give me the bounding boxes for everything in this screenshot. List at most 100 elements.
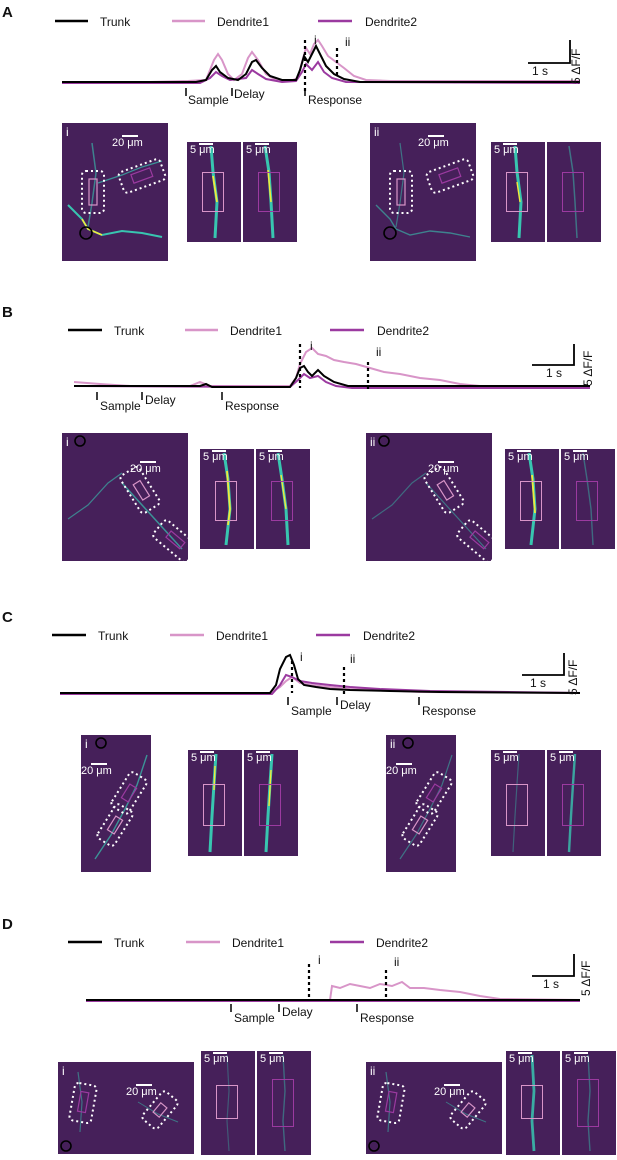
zoom-scale-bar: 5 μm <box>191 751 216 764</box>
legend-dendrite2: Dendrite2 <box>365 15 417 29</box>
timepoint-ii: ii <box>350 652 355 666</box>
legend-dendrite1: Dendrite1 <box>217 15 269 29</box>
field-scale-bar: 20 μm <box>418 135 449 149</box>
trunk-trace <box>62 43 580 83</box>
epoch-delay: Delay <box>340 698 371 712</box>
epoch-markers: Sample Delay Response <box>96 392 279 413</box>
field-image-i: i 20 μm <box>62 433 188 561</box>
dendrite1-trace <box>86 980 581 1001</box>
roi-dendrite1 <box>521 1085 543 1119</box>
timepoint-label: ii <box>370 1064 376 1078</box>
signal-scale-label: 5 ΔF/F <box>579 961 593 996</box>
field-image-ii: ii 20 μm <box>366 1062 502 1154</box>
trace-plot-a: Trunk Dendrite1 Dendrite2 Sample Delay R… <box>55 15 583 107</box>
timepoint-label: i <box>66 435 69 449</box>
legend-trunk: Trunk <box>98 629 129 643</box>
timepoint-ii: ii <box>394 955 399 969</box>
panel-a: A Trunk Dendrite1 Dendrite2 Sample Delay… <box>0 0 617 290</box>
field-scale-bar: 20 μm <box>434 1084 465 1098</box>
time-scale-label: 1 s <box>543 977 559 991</box>
timepoint-i: i <box>318 953 321 967</box>
zoom-dendrite1-ii: 5 μm <box>490 749 546 857</box>
timepoint-label: ii <box>374 125 380 139</box>
legend-dendrite1: Dendrite1 <box>232 936 284 950</box>
timepoint-markers: i ii <box>303 33 350 92</box>
zoom-scale-bar: 5 μm <box>494 751 519 764</box>
zoom-dendrite1-i: 5 μm <box>187 749 243 857</box>
roi-dendrite1 <box>506 784 528 826</box>
zoom-dendrite2-i: 5 μm <box>256 1050 312 1156</box>
field-image-ii: ii 20 μm <box>386 735 456 872</box>
zoom-scale-bar: 5 μm <box>550 751 575 764</box>
epoch-sample: Sample <box>234 1011 275 1025</box>
panel-letter: C <box>2 609 13 626</box>
field-scale-bar: 20 μm <box>386 763 417 777</box>
dendrite1-trace <box>62 38 580 83</box>
scale-bar: 1 s 5 ΔF/F <box>532 344 595 386</box>
roi-dendrite1 <box>215 481 237 521</box>
zoom-dendrite1-ii: 5 μm <box>504 448 560 550</box>
panel-letter: A <box>2 4 13 21</box>
timepoint-label: i <box>62 1064 65 1078</box>
epoch-sample: Sample <box>100 399 141 413</box>
epoch-delay: Delay <box>282 1005 313 1019</box>
panel-c: C Trunk Dendrite1 Dendrite2 Sample Delay… <box>0 605 617 890</box>
roi-dendrite2 <box>258 172 280 212</box>
field-image-ii: ii 20 μm <box>366 433 492 561</box>
epoch-markers: Sample Delay Response <box>287 697 476 718</box>
legend-dendrite2: Dendrite2 <box>376 936 428 950</box>
zoom-dendrite1-ii: 5 μm <box>505 1050 561 1156</box>
legend-trunk: Trunk <box>114 324 145 338</box>
trunk-trace <box>60 653 581 694</box>
epoch-delay: Delay <box>145 393 176 407</box>
zoom-dendrite1-ii: 5 μm <box>490 141 546 243</box>
legend-dendrite1: Dendrite1 <box>216 629 268 643</box>
epoch-response: Response <box>360 1011 414 1025</box>
legend: Trunk Dendrite1 Dendrite2 <box>55 15 417 29</box>
timepoint-markers: i ii <box>307 953 399 1000</box>
field-scale-bar: 20 μm <box>428 461 459 475</box>
epoch-markers: Sample Delay Response <box>230 1004 414 1025</box>
zoom-dendrite2-i: 5 μm <box>242 141 298 243</box>
timepoint-ii: ii <box>376 345 381 359</box>
roi-dendrite2 <box>562 784 584 826</box>
roi-dendrite2 <box>576 481 598 521</box>
legend-dendrite2: Dendrite2 <box>377 324 429 338</box>
zoom-dendrite2-i: 5 μm <box>243 749 299 857</box>
epoch-sample: Sample <box>188 93 229 107</box>
zoom-dendrite2-ii: 5 μm <box>560 448 616 550</box>
zoom-dendrite2-ii: 5 μm <box>546 749 602 857</box>
roi-dendrite2 <box>562 172 584 212</box>
timepoint-i: i <box>314 33 317 47</box>
zoom-scale-bar: 5 μm <box>494 143 519 156</box>
trace-plot-b: Trunk Dendrite1 Dendrite2 Sample Delay R… <box>68 324 595 413</box>
field-image-i: i 20 μm <box>81 735 151 872</box>
legend: Trunk Dendrite1 Dendrite2 <box>68 936 428 950</box>
panel-d: D Trunk Dendrite1 Dendrite2 Sample Delay… <box>0 912 617 1160</box>
zoom-scale-bar: 5 μm <box>203 450 228 463</box>
zoom-dendrite2-i: 5 μm <box>255 448 311 550</box>
timepoint-i: i <box>310 339 313 353</box>
signal-scale-label: 5 ΔF/F <box>566 660 580 695</box>
legend: Trunk Dendrite1 Dendrite2 <box>52 629 415 643</box>
roi-dendrite1 <box>202 172 224 212</box>
zoom-scale-bar: 5 μm <box>259 450 284 463</box>
trunk-trace <box>74 364 590 388</box>
roi-dendrite2 <box>272 1079 294 1127</box>
epoch-sample: Sample <box>291 704 332 718</box>
roi-dendrite1 <box>506 172 528 212</box>
legend: Trunk Dendrite1 Dendrite2 <box>68 324 429 338</box>
signal-scale-label: 5 ΔF/F <box>581 351 595 386</box>
zoom-scale-bar: 5 μm <box>204 1052 229 1065</box>
zoom-scale-bar: 5 μm <box>564 450 589 463</box>
zoom-dendrite1-i: 5 μm <box>199 448 255 550</box>
timepoint-ii: ii <box>345 35 350 49</box>
zoom-scale-bar: 5 μm <box>509 1052 534 1065</box>
timepoint-label: ii <box>370 435 376 449</box>
epoch-markers: Sample Delay Response <box>185 87 362 107</box>
scale-bar: 1 s 5 ΔF/F <box>532 954 593 996</box>
zoom-scale-bar: 5 μm <box>260 1052 285 1065</box>
epoch-response: Response <box>225 399 279 413</box>
field-scale-bar: 20 μm <box>112 135 143 149</box>
timepoint-label: i <box>85 737 88 751</box>
